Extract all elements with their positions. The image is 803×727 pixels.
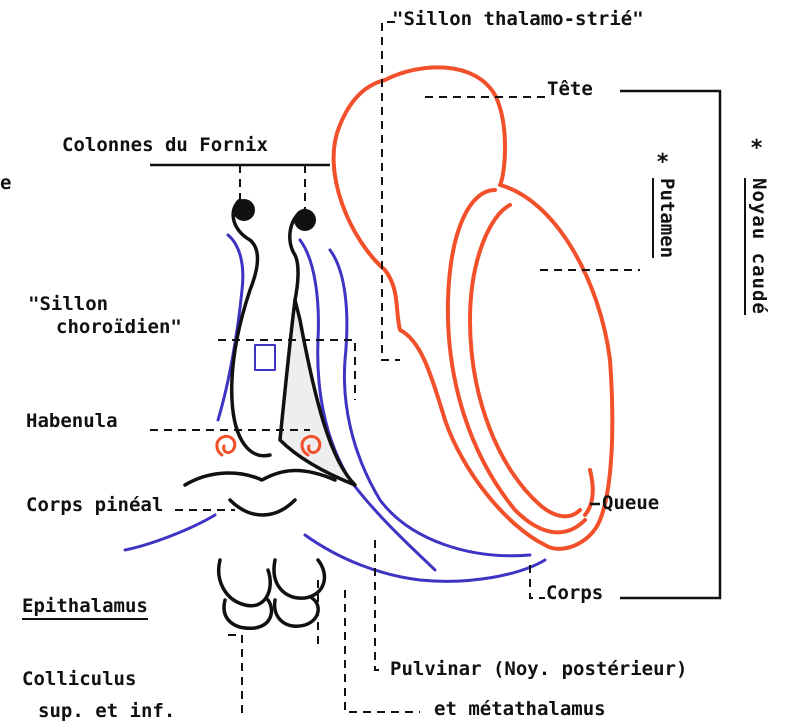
label-sillon-thalamo-strie: "Sillon thalamo-strié" <box>392 10 644 29</box>
label-edge-fragment: e <box>0 174 11 193</box>
label-sillon-choroidien-1: "Sillon <box>28 295 108 314</box>
label-corps: Corps <box>546 584 603 603</box>
midline-structures <box>185 200 355 628</box>
label-colonnes-fornix: Colonnes du Fornix <box>62 136 268 155</box>
label-sillon-choroidien-2: choroïdien" <box>56 318 182 337</box>
caudate-nucleus-outline <box>334 67 613 549</box>
label-colliculus-1: Colliculus <box>22 670 136 689</box>
label-pulvinar: Pulvinar (Noy. postérieur) <box>390 660 687 679</box>
fornix-column-heads <box>234 200 315 230</box>
label-putamen: Putamen <box>652 178 676 258</box>
label-noyau-caude: Noyau caudé <box>744 178 768 315</box>
label-epithalamus: Epithalamus <box>22 597 148 620</box>
putamen-asterisk: * <box>656 152 669 174</box>
label-tete: Tête <box>547 80 593 99</box>
label-metathalamus: et métathalamus <box>434 700 606 719</box>
label-queue: Queue <box>602 494 659 513</box>
noyau-caude-asterisk: * <box>750 138 763 160</box>
label-colliculus-2: sup. et inf. <box>38 702 175 721</box>
label-corps-pineal: Corps pinéal <box>26 496 163 515</box>
label-habenula: Habenula <box>26 412 118 431</box>
